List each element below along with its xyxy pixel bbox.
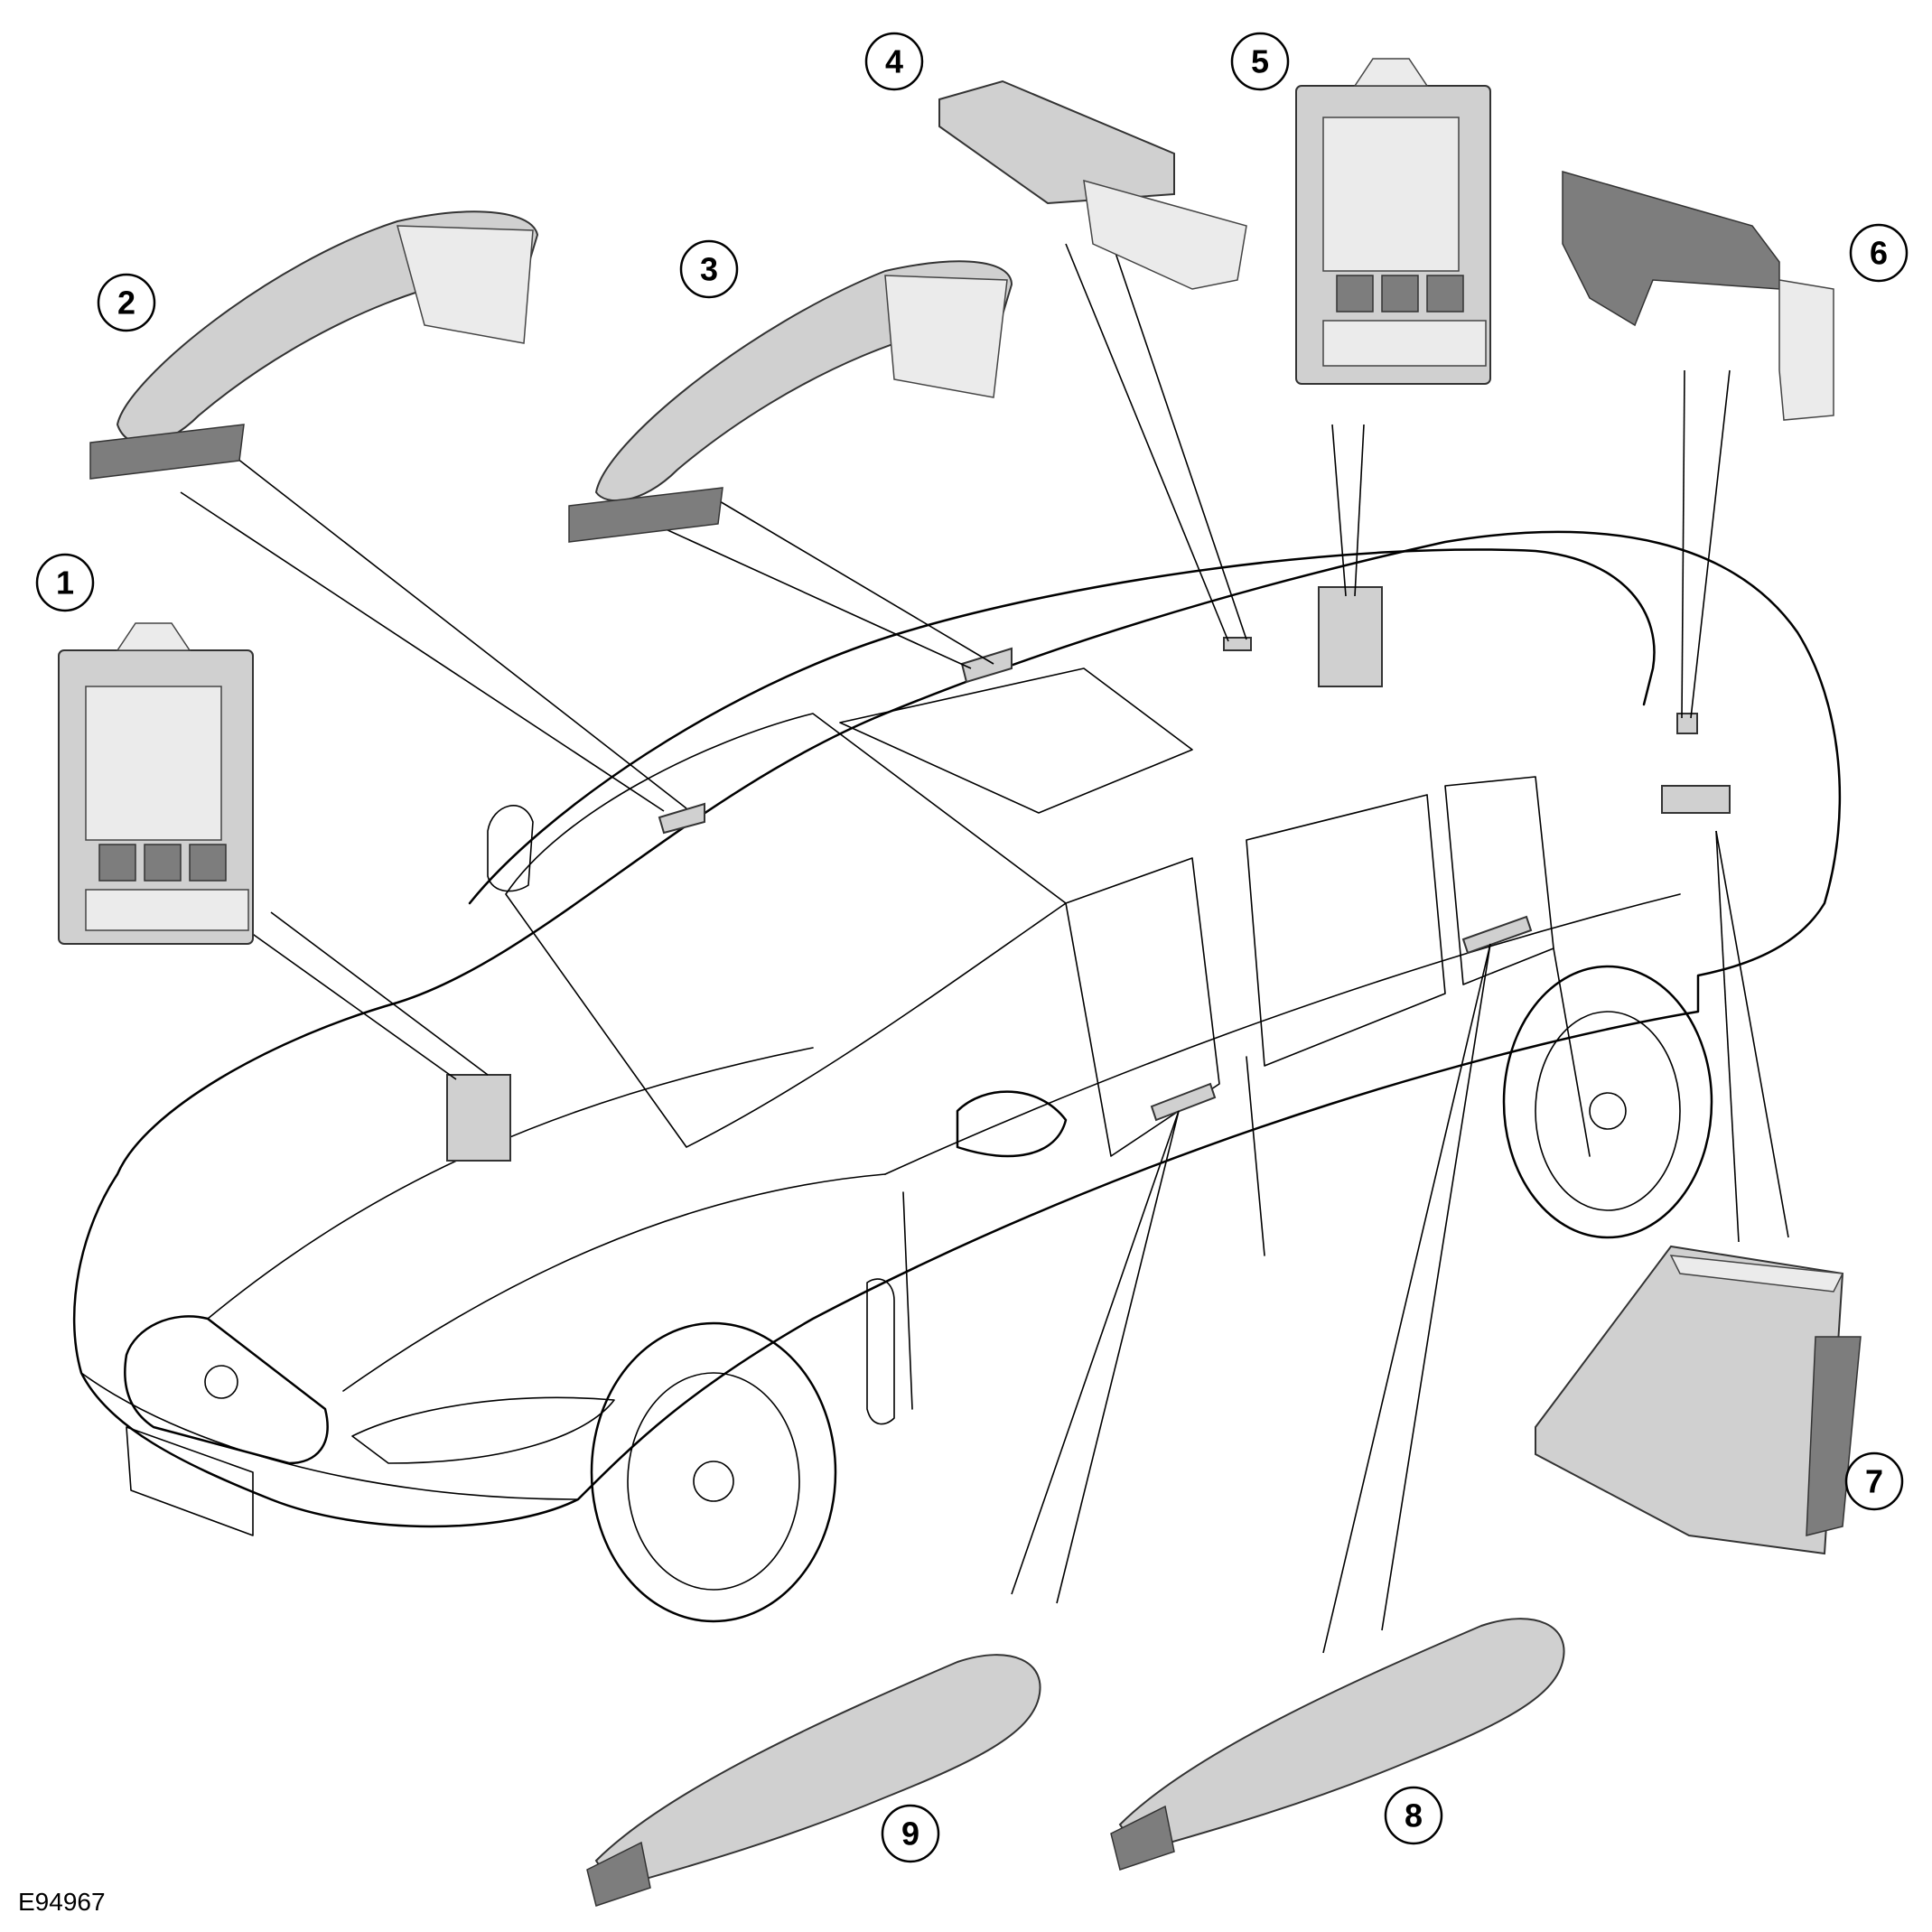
marker-handle-3	[960, 647, 1013, 684]
callout-label: 1	[56, 565, 74, 602]
callout-label: 3	[700, 251, 718, 288]
marker-module-7	[1661, 785, 1731, 814]
callout-7: 7	[1844, 1451, 1904, 1511]
part-2-handle	[89, 210, 539, 480]
callout-label: 4	[885, 43, 903, 80]
callout-label: 8	[1405, 1797, 1423, 1834]
callout-5: 5	[1230, 32, 1290, 91]
callout-label: 9	[901, 1815, 919, 1853]
marker-handle-9	[1150, 1082, 1217, 1122]
car-component-markers	[446, 586, 1731, 1162]
marker-module-4	[1223, 637, 1252, 651]
marker-rear-junction-box	[1318, 586, 1383, 687]
callout-2: 2	[97, 273, 156, 332]
marker-handle-8	[1461, 915, 1533, 955]
part-1-junction-box	[58, 622, 254, 945]
callout-3: 3	[679, 239, 739, 299]
part-6-module	[1562, 171, 1834, 421]
callout-6: 6	[1849, 223, 1909, 283]
part-5-junction-box	[1295, 58, 1491, 385]
callout-label: 2	[117, 285, 135, 322]
part-4-module	[938, 79, 1247, 290]
callout-8: 8	[1384, 1786, 1443, 1845]
figure-id: E94967	[18, 1888, 106, 1916]
callout-9: 9	[881, 1804, 940, 1863]
part-8-handle	[1110, 1618, 1565, 1871]
part-7-module	[1535, 1245, 1862, 1555]
leader-lines	[180, 243, 1789, 1654]
callout-label: 5	[1251, 43, 1269, 80]
callout-1: 1	[35, 553, 95, 612]
car-outline	[72, 530, 1842, 1623]
callout-4: 4	[864, 32, 924, 91]
part-9-handle	[586, 1654, 1041, 1907]
part-3-handle	[568, 260, 1013, 543]
callout-label: 7	[1865, 1463, 1883, 1500]
marker-central-junction-box	[446, 1074, 511, 1162]
callout-label: 6	[1870, 235, 1888, 272]
marker-module-6	[1676, 713, 1698, 734]
marker-handle-2	[658, 802, 705, 835]
